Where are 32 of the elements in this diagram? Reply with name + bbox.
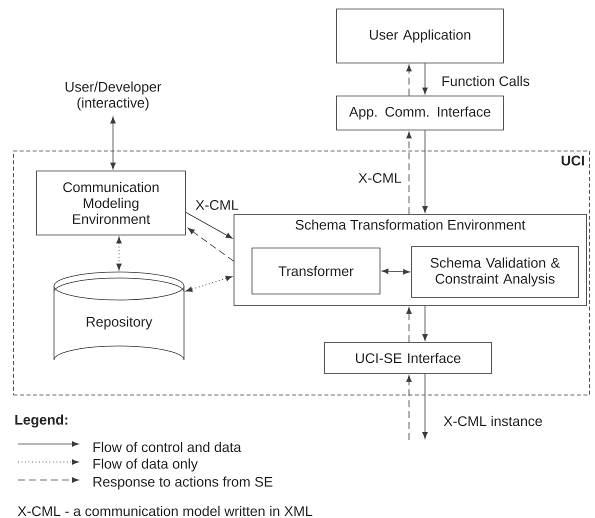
arrow — [406, 64, 412, 96]
arrow — [406, 375, 412, 440]
arrow — [406, 307, 412, 342]
arrow — [422, 374, 428, 439]
node-label: Repository — [86, 316, 152, 330]
environment-box: Communication Modeling Environment — [36, 170, 186, 236]
edge-label: X-CML — [357, 172, 403, 184]
repository-cylinder: Repository — [54, 272, 184, 360]
legend-text: Response to actions from SE — [94, 476, 272, 490]
arrow — [110, 116, 116, 170]
edge-label: X-CML instance — [442, 414, 544, 428]
interface-box: App. Comm. Interface — [336, 96, 504, 130]
footnote: X-CML - a communication model written in XML — [18, 506, 312, 516]
edge-label: X-CML — [194, 199, 240, 211]
interface-box: UCI-SE Interface — [324, 342, 492, 374]
component-box: Schema Validation & Constraint Analysis — [411, 246, 579, 298]
actor-label: User/Developer (interactive) — [66, 82, 162, 110]
arrow — [186, 276, 232, 292]
legend-title: Legend: — [15, 414, 68, 428]
arrow — [116, 236, 122, 270]
arrow — [422, 306, 428, 341]
edge-label: Function Calls — [440, 74, 531, 88]
arrow — [406, 132, 412, 214]
arrow — [186, 212, 233, 239]
legend-text: Flow of control and data — [94, 442, 242, 452]
component-box: Transformer — [252, 248, 380, 294]
arrow — [188, 228, 234, 262]
arrow — [382, 268, 410, 274]
arrow — [422, 63, 428, 94]
application-box: User Application — [336, 8, 504, 64]
legend-text: Flow of data only — [94, 458, 198, 472]
arrow — [422, 130, 428, 213]
